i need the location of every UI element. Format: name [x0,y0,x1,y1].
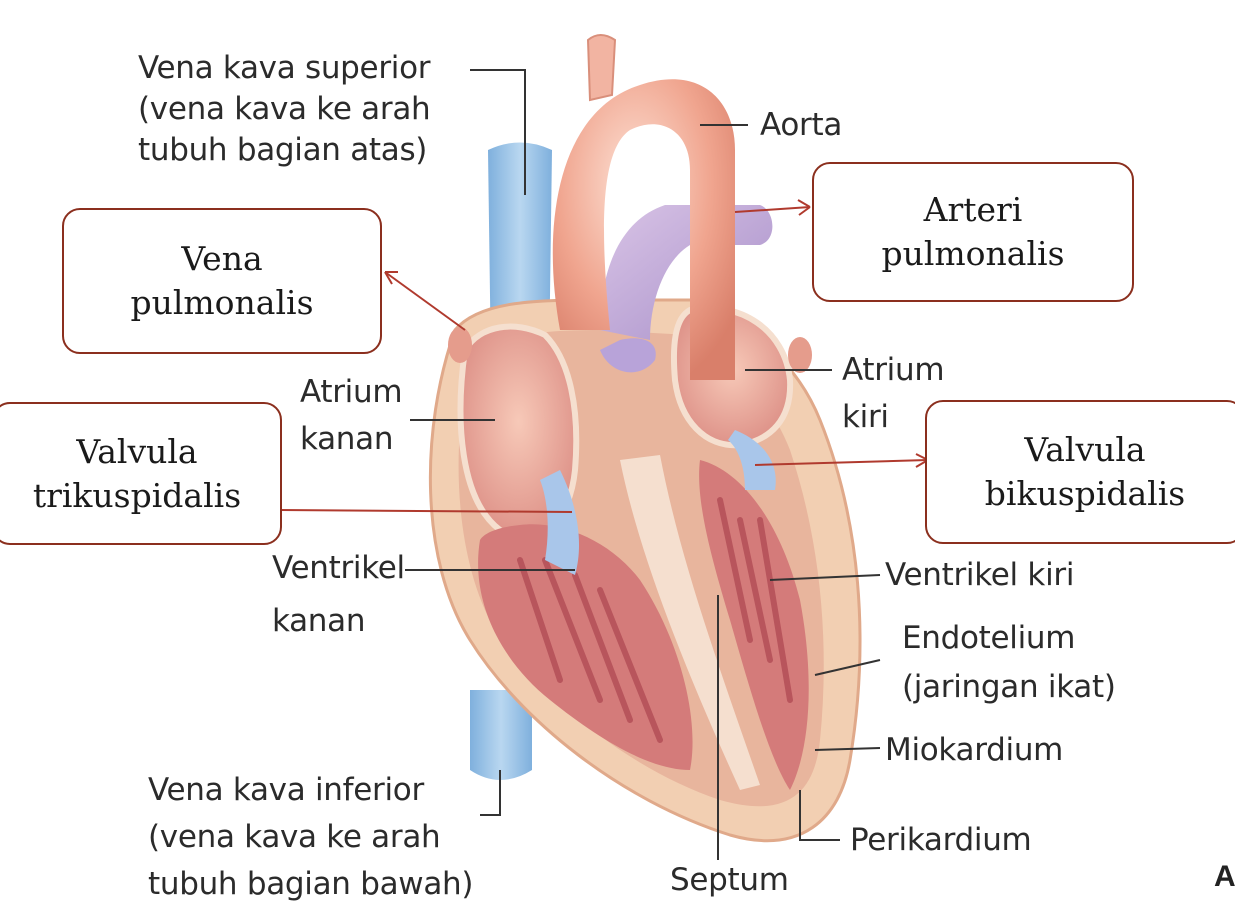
label-aorta: Aorta [760,105,842,146]
label-septum: Septum [670,860,789,901]
label-vena-kava-inferior: Vena kava inferior (vena kava ke arah tu… [148,770,473,905]
box-valvula-bikuspidalis: Valvula bikuspidalis [925,400,1235,544]
pulmonary-vein-stub-right [448,327,472,363]
label-ventrikel-kiri: Ventrikel kiri [885,555,1074,596]
label-perikardium: Perikardium [850,820,1031,861]
aortic-branch [588,35,615,100]
box-arteri-pulmonalis: Arteri pulmonalis [812,162,1134,302]
label-endotelium: Endotelium (jaringan ikat) [902,618,1116,708]
label-ventrikel-kanan: Ventrikel kanan [272,548,405,642]
label-vena-kava-superior: Vena kava superior (vena kava ke arah tu… [138,48,430,171]
box-valvula-trikuspidalis: Valvula trikuspidalis [0,402,282,545]
pulmonary-vein-stub-left [788,337,812,373]
box-vena-pulmonalis: Vena pulmonalis [62,208,382,354]
label-atrium-kanan: Atrium kanan [300,372,402,460]
corner-letter: A [1214,860,1235,894]
label-miokardium: Miokardium [885,730,1063,771]
